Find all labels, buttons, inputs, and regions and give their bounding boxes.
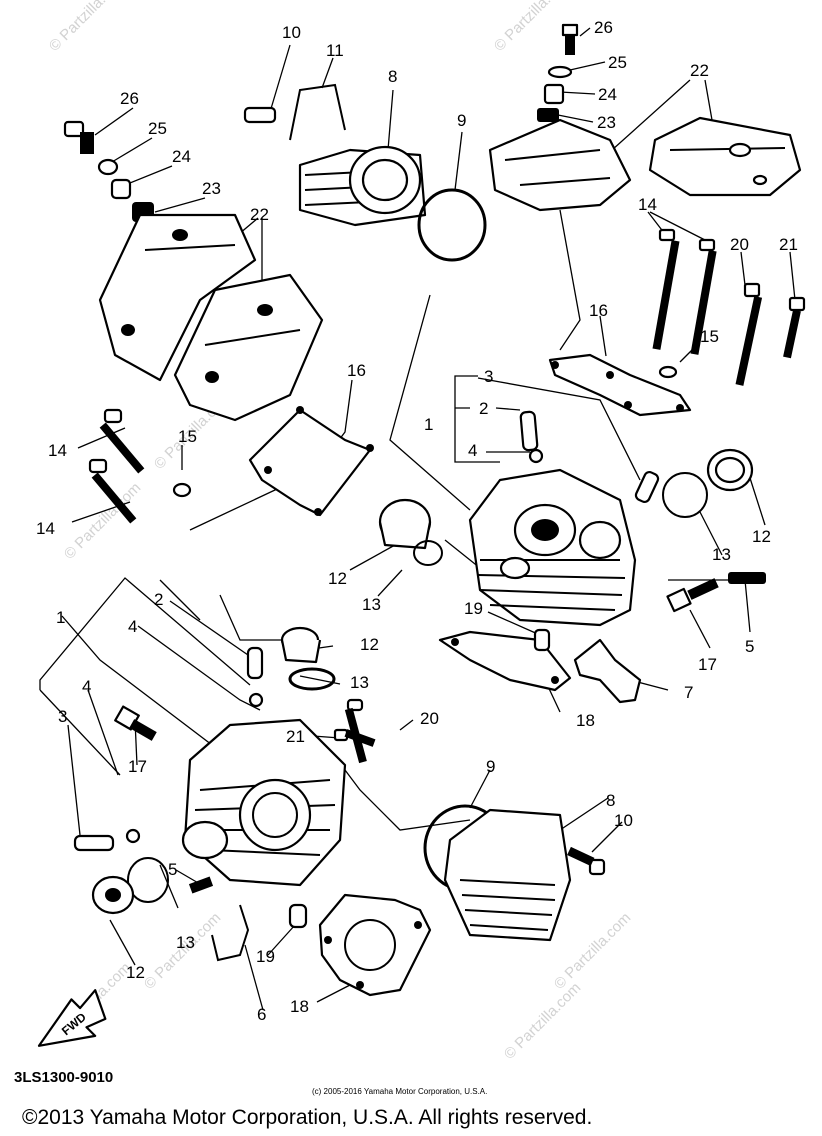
callout-numbers: 10 11 8 9 26 25 24 23 22 26 25 24 23 22 …	[36, 18, 798, 1024]
callout-label: 19	[256, 947, 275, 966]
callout-label: 2	[479, 399, 488, 418]
callout-label: 14	[48, 441, 67, 460]
callout-label: 4	[128, 617, 137, 636]
callout-label: 3	[484, 367, 493, 386]
callout-label: 12	[328, 569, 347, 588]
callout-label: 24	[172, 147, 191, 166]
cap-bolt-stack-left	[63, 120, 154, 222]
fwd-arrow-badge: FWD	[37, 989, 107, 1047]
callout-label: 24	[598, 85, 617, 104]
callout-label: 23	[597, 113, 616, 132]
callout-label: 1	[424, 415, 433, 434]
valve-cover-front	[98, 213, 324, 422]
valve-cover-rear	[488, 116, 802, 212]
callout-label: 19	[464, 599, 483, 618]
callout-label: 9	[457, 111, 466, 130]
callout-label: 16	[589, 301, 608, 320]
stud-bolts-upper	[652, 228, 806, 386]
watermark: © Partzilla.com	[46, 0, 129, 55]
callout-label: 14	[36, 519, 55, 538]
callout-label: 21	[779, 235, 798, 254]
callout-label: 12	[360, 635, 379, 654]
callout-label: 5	[745, 637, 754, 656]
callout-label: 13	[350, 673, 369, 692]
callout-label: 7	[684, 683, 693, 702]
oil-cooler-top	[243, 83, 487, 262]
callout-label: 5	[168, 860, 177, 879]
callout-label: 23	[202, 179, 221, 198]
cylinder-head-rear	[468, 468, 637, 627]
callout-label: 21	[286, 727, 305, 746]
callout-label: 8	[606, 791, 615, 810]
callout-label: 3	[58, 707, 67, 726]
callout-label: 22	[250, 205, 269, 224]
callout-label: 14	[638, 195, 657, 214]
small-copyright: (c) 2005-2016 Yamaha Motor Corporation, …	[312, 1087, 487, 1096]
bracket-16-right	[548, 353, 692, 417]
callout-label: 13	[712, 545, 731, 564]
callout-label: 6	[257, 1005, 266, 1024]
part-code: 3LS1300-9010	[14, 1069, 113, 1086]
callout-label: 13	[176, 933, 195, 952]
callout-label: 13	[362, 595, 381, 614]
callout-label: 26	[120, 89, 139, 108]
callout-label: 15	[700, 327, 719, 346]
callout-label: 20	[730, 235, 749, 254]
callout-label: 18	[576, 711, 595, 730]
callout-label: 8	[388, 67, 397, 86]
studs-plug-right	[666, 572, 766, 613]
callout-label: 16	[347, 361, 366, 380]
callout-label: 17	[698, 655, 717, 674]
callout-label: 22	[690, 61, 709, 80]
gasket-18-right	[438, 628, 642, 704]
gasket-18-bottom	[211, 893, 432, 997]
callout-label: 15	[178, 427, 197, 446]
callout-label: 9	[486, 757, 495, 776]
callout-label: 26	[594, 18, 613, 37]
oil-cooler-bottom	[423, 804, 606, 942]
watermark: © Partzilla.com	[501, 979, 584, 1062]
callout-label: 18	[290, 997, 309, 1016]
callout-label: 11	[326, 41, 344, 60]
footer-copyright: ©2013 Yamaha Motor Corporation, U.S.A. A…	[22, 1106, 592, 1129]
callout-label: 25	[608, 53, 627, 72]
watermark: © Partzilla.com	[491, 0, 574, 55]
valve-parts-front	[73, 646, 376, 915]
callout-label: 20	[420, 709, 439, 728]
callout-label: 12	[126, 963, 145, 982]
callout-label: 2	[154, 590, 163, 609]
watermark: © Partzilla.com	[551, 909, 634, 992]
callout-label: 4	[468, 441, 477, 460]
cap-bolt-stack-right	[537, 23, 579, 122]
valve-parts-rear	[519, 410, 754, 518]
oil-cap-middle	[280, 498, 443, 691]
bracket-16-left	[88, 406, 374, 524]
callout-label: 25	[148, 119, 167, 138]
callout-label: 12	[752, 527, 771, 546]
callout-label: 10	[614, 811, 633, 830]
callout-label: 4	[82, 677, 91, 696]
cylinder-head-front	[181, 718, 347, 887]
callout-label: 17	[128, 757, 147, 776]
callout-label: 10	[282, 23, 301, 42]
callout-label: 1	[56, 608, 65, 627]
